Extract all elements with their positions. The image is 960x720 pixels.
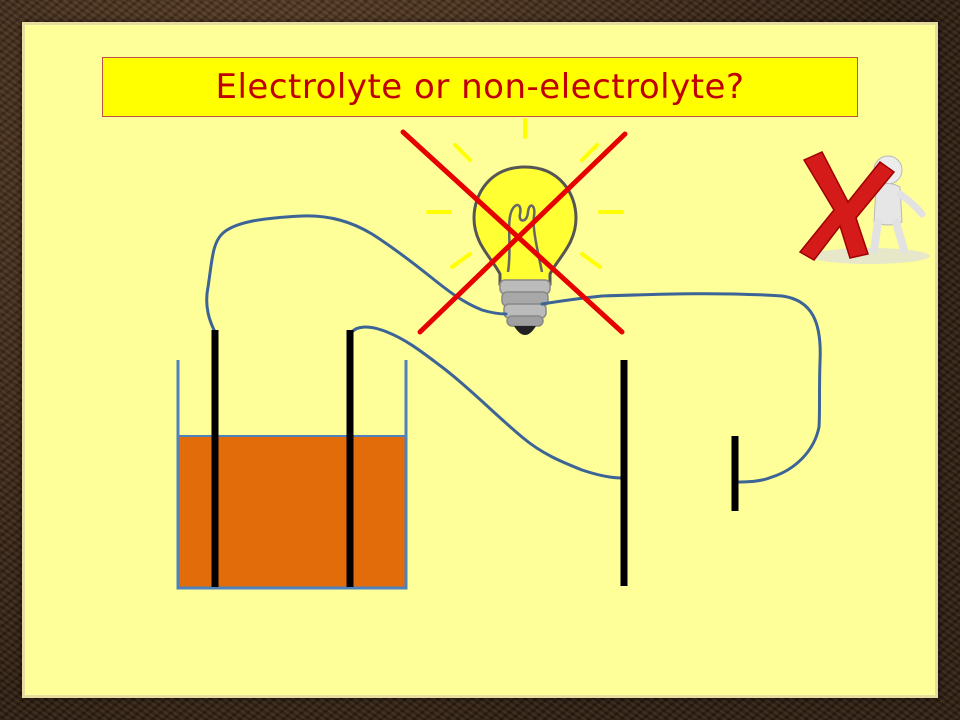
cross-mark-icon — [400, 129, 628, 335]
title-banner: Electrolyte or non-electrolyte? — [102, 57, 858, 117]
3d-person-with-x-icon — [798, 151, 930, 264]
circuit-wires — [205, 214, 822, 484]
conductivity-diagram — [176, 118, 930, 590]
light-bulb-icon — [472, 165, 578, 335]
page-title: Electrolyte or non-electrolyte? — [215, 67, 745, 107]
slide: Electrolyte or non-electrolyte? — [22, 22, 938, 698]
wire-right-electrode-to-battery — [350, 325, 624, 480]
wire-left-electrode-to-bulb — [205, 214, 508, 334]
bulb-rays — [426, 118, 624, 269]
beaker — [176, 360, 408, 590]
wire-bulb-to-battery — [540, 292, 822, 484]
